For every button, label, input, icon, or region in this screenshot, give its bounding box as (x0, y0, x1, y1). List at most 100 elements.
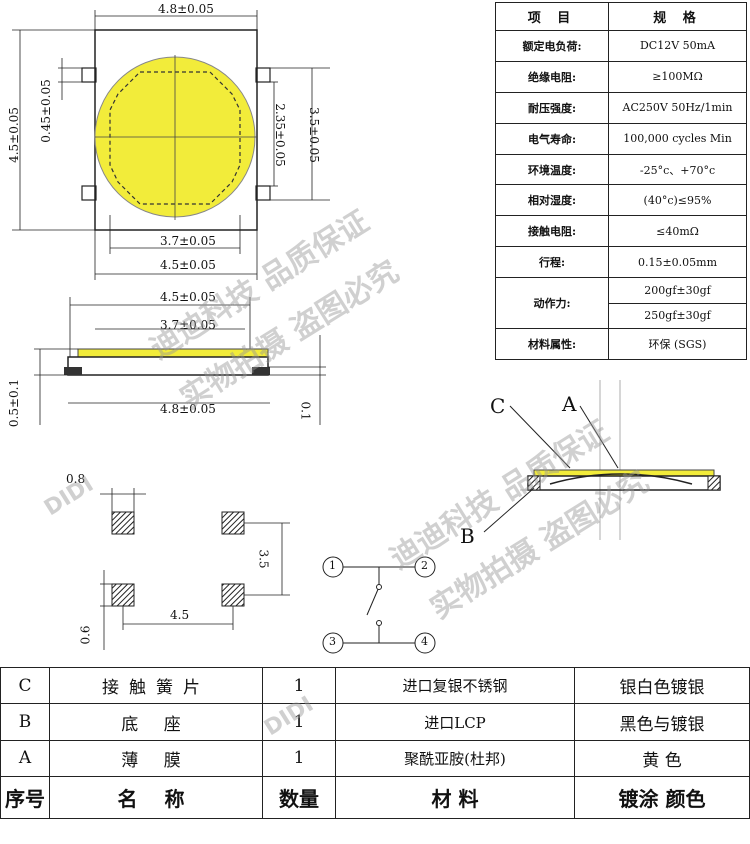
spec-value: AC250V 50Hz/1min (608, 91, 747, 124)
table-row: 额定电负荷:DC12V 50mA (495, 30, 747, 62)
spec-key: 耐压强度: (495, 91, 609, 124)
spec-key: 行程: (495, 246, 609, 279)
bom-color: 黑色与镀银 (574, 703, 750, 741)
section-label-c: C (490, 394, 506, 418)
table-row: C 接触簧片 1 进口复银不锈钢 银白色镀银 (0, 666, 750, 705)
side-dim-body-width: 4.5±0.05 (160, 290, 216, 304)
spec-key: 电气寿命: (495, 122, 609, 155)
bom-table: C 接触簧片 1 进口复银不锈钢 银白色镀银 B 底 座 1 进口LCP 黑色与… (0, 666, 750, 819)
spec-header-row: 项 目 规 格 (495, 2, 747, 31)
pad-top-right (221, 511, 245, 535)
spec-key: 相对湿度: (495, 184, 609, 217)
switch-schematic (322, 556, 436, 654)
bom-index: C (0, 666, 50, 705)
section-label-a: A (562, 392, 577, 416)
bom-header-row: 序号 名 称 数量 材 料 镀涂 颜色 (0, 776, 750, 819)
bom-color: 银白色镀银 (574, 666, 750, 705)
footprint-dim-pad-height: 0.6 (78, 625, 93, 645)
side-membrane (77, 348, 269, 358)
bom-material: 进口LCP (335, 703, 575, 741)
table-row: A 薄 膜 1 聚酰亚胺(杜邦) 黄 色 (0, 739, 750, 778)
bom-material: 进口复银不锈钢 (335, 666, 575, 705)
spec-value: ≤40mΩ (608, 215, 747, 248)
spec-key: 环境温度: (495, 153, 609, 186)
dim-top-width: 4.8±0.05 (158, 2, 214, 16)
spec-value: -25°c、+70°c (608, 153, 747, 186)
spec-value: 0.15±0.05mm (608, 246, 747, 279)
table-row: 250gf±30gf (496, 302, 747, 330)
pin-3-label: 3 (329, 635, 336, 648)
pin-2-label: 2 (421, 559, 428, 572)
spec-value: ≥100MΩ (608, 60, 747, 93)
side-dim-height: 0.5±0.1 (7, 378, 22, 428)
table-row: 环境温度:-25°c、+70°c (495, 153, 747, 186)
side-dim-total-width: 4.8±0.05 (160, 402, 216, 416)
spec-value: DC12V 50mA (608, 30, 747, 62)
bom-header-name: 名 称 (49, 776, 263, 819)
bom-header-material: 材 料 (335, 776, 575, 819)
pin-1-label: 1 (329, 559, 336, 572)
section-membrane (533, 469, 715, 477)
section-label-b: B (460, 524, 475, 548)
bom-header-qty: 数量 (262, 776, 336, 819)
terminal-bottom-left (81, 185, 97, 201)
pad-bottom-right (221, 583, 245, 607)
bom-qty: 1 (262, 739, 336, 778)
pad-top-left (111, 511, 135, 535)
dim-left-height: 4.5±0.05 (6, 107, 21, 163)
spec-value: 250gf±30gf (608, 302, 747, 330)
terminal-top-left (81, 67, 97, 83)
section-dome (549, 473, 693, 485)
table-row: 动作力:200gf±30gf (495, 277, 747, 329)
side-dim-thickness: 0.1 (298, 401, 313, 421)
table-row: 绝缘电阻:≥100MΩ (495, 60, 747, 93)
cross-section-drawing (483, 380, 721, 540)
dim-small-gap: 0.45±0.05 (38, 79, 53, 143)
top-view-drawing (12, 10, 330, 280)
pin-3-circle (322, 632, 344, 654)
terminal-bottom-right (255, 185, 271, 201)
pin-4-label: 4 (421, 635, 428, 648)
spec-value: (40°c)≤95% (608, 184, 747, 217)
pin-4-circle (414, 632, 436, 654)
footprint-dim-pitch-v: 3.5 (256, 549, 271, 569)
spec-value: 环保 (SGS) (608, 328, 747, 360)
spec-key: 接触电阻: (495, 215, 609, 248)
side-base (67, 356, 269, 376)
footprint-dim-pad-width: 0.8 (66, 472, 86, 486)
bom-name: 接触簧片 (49, 666, 263, 705)
pin-1-circle (322, 556, 344, 578)
side-view-drawing (34, 297, 326, 425)
pin-2-circle (414, 556, 436, 578)
section-base (527, 475, 721, 491)
side-dim-inner-width: 3.7±0.05 (160, 318, 216, 332)
table-row: 相对湿度:(40°c)≤95% (495, 184, 747, 217)
table-row: 电气寿命:100,000 cycles Min (495, 122, 747, 155)
table-row: 材料属性:环保 (SGS) (495, 328, 747, 360)
dim-outer-height: 3.5±0.05 (306, 107, 321, 163)
spec-value: 100,000 cycles Min (608, 122, 747, 155)
dim-body-width: 4.5±0.05 (160, 258, 216, 272)
table-row: 接触电阻:≤40mΩ (495, 215, 747, 248)
table-row: 行程:0.15±0.05mm (495, 246, 747, 279)
bom-qty: 1 (262, 703, 336, 741)
bom-material: 聚酰亚胺(杜邦) (335, 739, 575, 778)
dim-inner-height: 2.35±0.05 (272, 103, 287, 167)
spec-table: 项 目 规 格 额定电负荷:DC12V 50mA 绝缘电阻:≥100MΩ 耐压强… (495, 2, 747, 360)
bom-color: 黄 色 (574, 739, 750, 778)
spec-key: 额定电负荷: (495, 30, 609, 62)
pad-bottom-left (111, 583, 135, 607)
spec-header-item: 项 目 (495, 2, 609, 31)
bom-index: A (0, 739, 50, 778)
dashed-dome-outline (109, 71, 241, 205)
bom-index: B (0, 703, 50, 741)
spec-value: 200gf±30gf (608, 277, 747, 304)
table-row: 耐压强度:AC250V 50Hz/1min (495, 91, 747, 124)
spec-key: 绝缘电阻: (495, 60, 609, 93)
bom-header-color: 镀涂 颜色 (574, 776, 750, 819)
spec-key: 材料属性: (495, 328, 609, 360)
bom-name: 底 座 (49, 703, 263, 741)
bom-header-index: 序号 (0, 776, 50, 819)
bom-name: 薄 膜 (49, 739, 263, 778)
table-row: B 底 座 1 进口LCP 黑色与镀银 (0, 703, 750, 741)
